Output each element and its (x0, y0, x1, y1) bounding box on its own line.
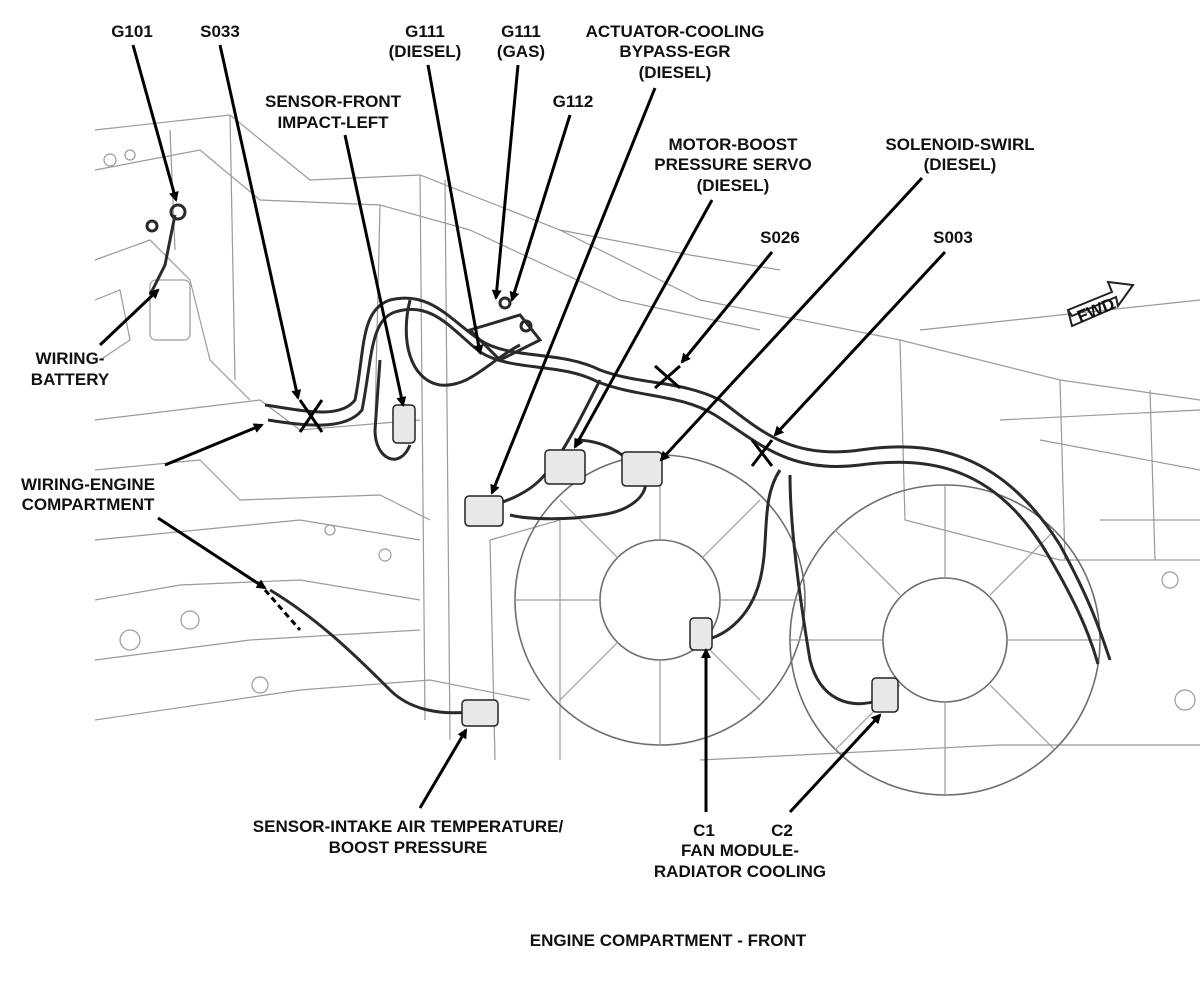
label-wiring-engine-2: COMPARTMENT (22, 495, 155, 514)
label-g112: G112 (553, 92, 594, 111)
leader-sensor-front (343, 134, 407, 407)
leader-g111-diesel (426, 64, 484, 355)
label-motor-boost-3: (DIESEL) (697, 176, 770, 195)
label-sensor-intake-2: BOOST PRESSURE (329, 838, 488, 857)
leader-wiring-engine-2 (157, 516, 267, 590)
leader-g101 (131, 44, 179, 202)
leader-actuator (490, 87, 657, 495)
leader-wiring-engine (164, 423, 264, 467)
label-motor-boost-2: PRESSURE SERVO (654, 155, 811, 174)
leader-s026 (680, 251, 774, 364)
callout-labels: G101 S033 G111 (DIESEL) G111 (GAS) ACTUA… (21, 22, 1035, 950)
label-g101: G101 (111, 22, 153, 41)
label-actuator-1: ACTUATOR-COOLING (586, 22, 765, 41)
vehicle-structure (94, 114, 1200, 796)
label-wiring-battery-2: BATTERY (31, 370, 110, 389)
leader-dashed (263, 589, 302, 631)
leader-sensor-intake (418, 728, 468, 809)
label-solenoid-2: (DIESEL) (924, 155, 997, 174)
leader-solenoid (659, 176, 924, 462)
label-wiring-engine-1: WIRING-ENGINE (21, 475, 155, 494)
label-g111-diesel: G111 (405, 22, 445, 41)
leader-g111-gas (491, 64, 520, 300)
label-motor-boost-1: MOTOR-BOOST (668, 135, 798, 154)
label-c2: C2 (771, 821, 793, 840)
leader-g112 (509, 114, 572, 302)
label-sensor-front-2: IMPACT-LEFT (277, 113, 389, 132)
leader-c2 (788, 713, 882, 814)
label-s033: S033 (200, 22, 240, 41)
label-g111-gas-sub: (GAS) (497, 42, 545, 61)
label-fan-module-2: RADIATOR COOLING (654, 862, 826, 881)
leader-s033 (218, 44, 302, 400)
forward-arrow-icon: FWD (1066, 280, 1135, 328)
label-solenoid-1: SOLENOID-SWIRL (885, 135, 1034, 154)
wiring-harness (145, 203, 1112, 727)
leader-lines (98, 44, 947, 814)
diagram-caption: ENGINE COMPARTMENT - FRONT (530, 931, 807, 950)
fwd-label: FWD (1074, 294, 1117, 326)
label-g111-gas: G111 (501, 22, 541, 41)
label-actuator-2: BYPASS-EGR (619, 42, 730, 61)
label-c1: C1 (693, 821, 715, 840)
leader-wiring-battery (98, 288, 160, 347)
label-s003: S003 (933, 228, 973, 247)
label-fan-module-1: FAN MODULE- (681, 841, 799, 860)
leader-s003 (773, 250, 947, 437)
label-s026: S026 (760, 228, 800, 247)
label-g111-diesel-sub: (DIESEL) (389, 42, 462, 61)
leader-motor-boost (573, 199, 714, 449)
label-actuator-3: (DIESEL) (639, 63, 712, 82)
label-sensor-front-1: SENSOR-FRONT (265, 92, 402, 111)
label-wiring-battery-1: WIRING- (36, 349, 105, 368)
label-sensor-intake-1: SENSOR-INTAKE AIR TEMPERATURE/ (253, 817, 564, 836)
